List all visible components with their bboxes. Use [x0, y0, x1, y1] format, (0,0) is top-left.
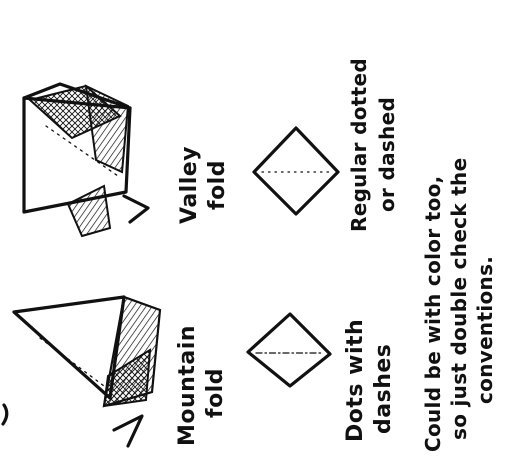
note-line3: conventions.: [473, 256, 497, 404]
valley-fold-illustration: [24, 84, 148, 236]
valley-fold-label-line1: Valley: [177, 146, 202, 224]
mountain-convention-label-line1: Dots with: [343, 319, 368, 442]
mountain-diamond: [248, 314, 330, 386]
mountain-convention-symbol: [248, 314, 330, 386]
valley-convention-label-line1: Regular dotted: [347, 58, 371, 232]
note-line1: Could be with color too,: [421, 175, 445, 452]
note-line2: so just double check the: [447, 158, 471, 440]
valley-convention-symbol: [254, 128, 338, 214]
mountain-fold-label-line2: fold: [203, 368, 228, 418]
mountain-dotted-line: [40, 338, 112, 392]
valley-diamond: [254, 128, 338, 214]
mountain-fold-label-line1: Mountain: [175, 325, 200, 446]
valley-fold-label-line2: fold: [205, 160, 230, 210]
mountain-arrow: [114, 416, 142, 446]
valley-convention-label-line2: or dashed: [375, 97, 399, 212]
stray-mark: [3, 405, 7, 424]
valley-arrow: [124, 196, 148, 222]
mountain-convention-label-line2: dashes: [371, 344, 396, 434]
mountain-fold-illustration: [14, 297, 160, 446]
valley-shaded-layer: [86, 86, 128, 172]
valley-lower-flap: [68, 186, 110, 236]
